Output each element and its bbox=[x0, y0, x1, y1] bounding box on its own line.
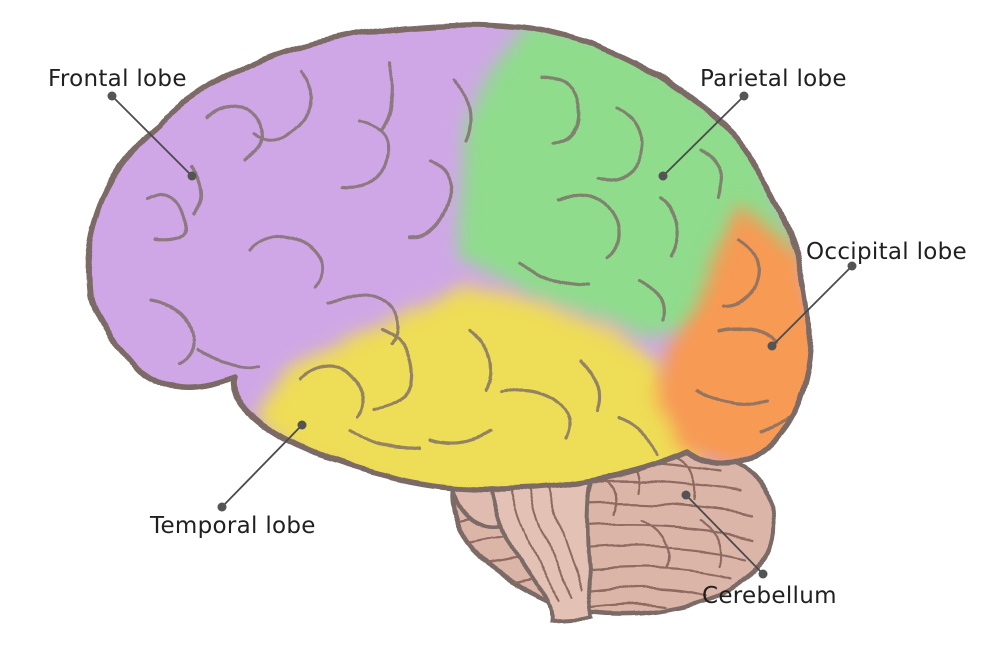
cerebellum-leader-line bbox=[685, 494, 764, 575]
leader-lines bbox=[111, 95, 853, 575]
occipital-leader-line bbox=[771, 265, 853, 347]
frontal-dot-label-end bbox=[107, 91, 117, 101]
cerebellum-label: Cerebellum bbox=[702, 583, 837, 609]
cerebrum-region bbox=[87, 18, 825, 505]
frontal-dot-brain-end bbox=[187, 171, 197, 181]
cerebellum-dot-label-end bbox=[758, 569, 768, 579]
temporal-lobe-region bbox=[255, 288, 700, 490]
leader-dots bbox=[107, 91, 857, 579]
frontal-lobe-label: Frontal lobe bbox=[48, 66, 187, 92]
cerebellum-dot-brain-end bbox=[681, 490, 691, 500]
occipital-lobe-label: Occipital lobe bbox=[806, 239, 967, 265]
parietal-lobe-region bbox=[460, 23, 800, 335]
occipital-dot-label-end bbox=[847, 261, 857, 271]
parietal-leader-line bbox=[662, 95, 745, 177]
occipital-dot-brain-end bbox=[767, 341, 777, 351]
brain-illustration bbox=[87, 18, 825, 621]
annotations: Frontal lobe Parietal lobe Occipital lob… bbox=[48, 66, 967, 609]
temporal-dot-label-end bbox=[217, 502, 227, 512]
parietal-dot-label-end bbox=[739, 91, 749, 101]
label-texts: Frontal lobe Parietal lobe Occipital lob… bbox=[48, 66, 967, 609]
temporal-leader-line bbox=[221, 424, 303, 508]
frontal-leader-line bbox=[111, 95, 193, 177]
parietal-dot-brain-end bbox=[658, 171, 668, 181]
temporal-dot-brain-end bbox=[297, 420, 307, 430]
parietal-lobe-label: Parietal lobe bbox=[700, 66, 847, 92]
occipital-lobe-region bbox=[660, 205, 810, 470]
temporal-lobe-label: Temporal lobe bbox=[149, 513, 316, 539]
gyri-lines bbox=[148, 58, 797, 457]
